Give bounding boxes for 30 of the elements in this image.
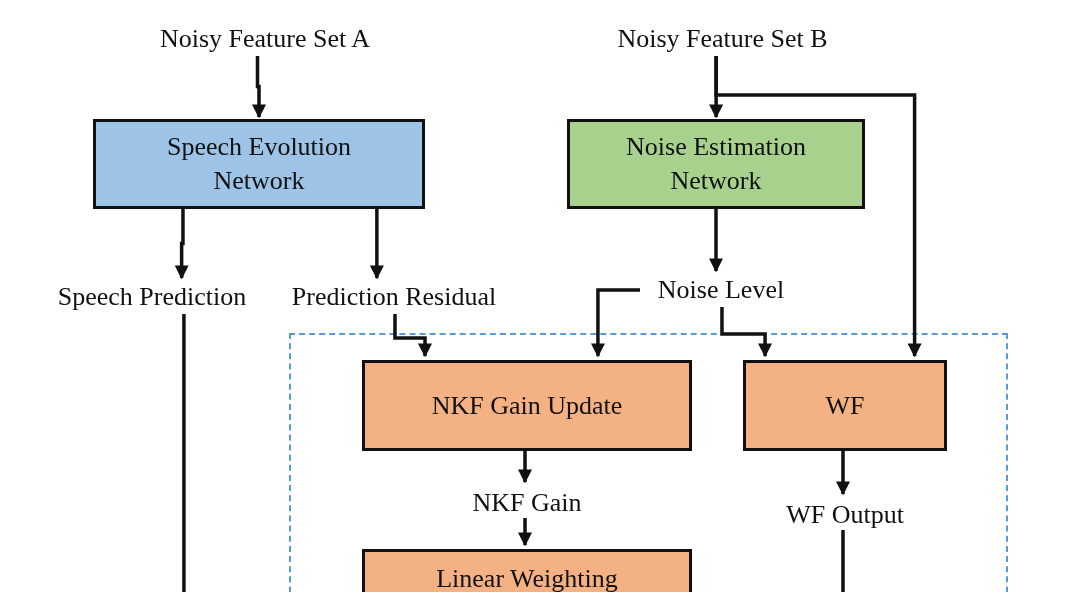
node-label: Linear Weighting (436, 563, 618, 592)
node-label: NKF Gain Update (431, 389, 623, 422)
arrow (369, 209, 384, 280)
arrow (393, 314, 432, 358)
arrow (590, 288, 640, 358)
arrow (518, 518, 532, 547)
connector-line (182, 314, 186, 592)
arrow (174, 209, 189, 280)
signal-label: Noisy Feature Set B (595, 22, 850, 56)
signal-label: Prediction Residual (271, 280, 517, 314)
process-box (743, 360, 947, 451)
node-label: Speech Evolution Network (165, 131, 353, 197)
arrow (720, 307, 773, 358)
connector-line (841, 530, 845, 592)
process-box (93, 119, 425, 209)
arrow (709, 209, 723, 273)
signal-label: Speech Prediction (38, 280, 266, 314)
arrow (252, 56, 266, 119)
signal-label: Noise Level (640, 273, 802, 307)
process-box (567, 119, 865, 209)
dashed-group-box (289, 333, 1008, 592)
signal-label: NKF Gain (457, 486, 597, 520)
process-box (362, 360, 692, 451)
signal-label: Noisy Feature Set A (140, 22, 390, 56)
arrow (714, 56, 922, 358)
arrow (518, 449, 532, 484)
node-label: WF (825, 389, 865, 422)
signal-label: WF Output (770, 498, 920, 532)
arrow (836, 449, 850, 496)
node-label: Noise Estimation Network (625, 131, 807, 197)
